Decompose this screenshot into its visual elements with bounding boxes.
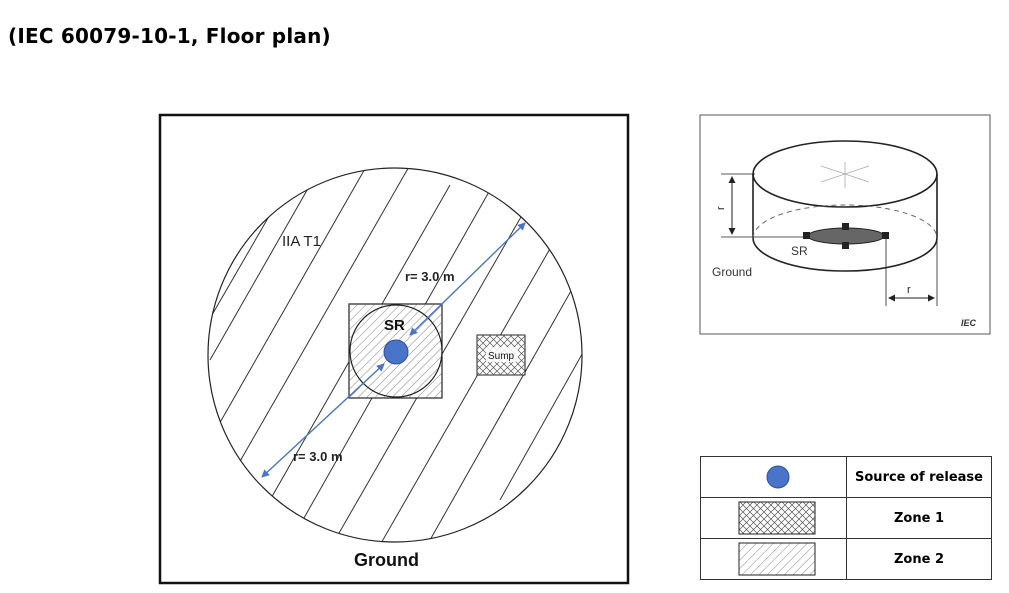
legend-table: Source of release Zone 1 bbox=[700, 456, 992, 580]
source-of-release-symbol bbox=[766, 465, 790, 489]
radius-label-upper: r= 3.0 m bbox=[405, 269, 455, 284]
sump-label: Sump bbox=[488, 351, 515, 362]
legend-label-zone2: Zone 2 bbox=[846, 538, 992, 580]
legend-label-zone1: Zone 1 bbox=[846, 497, 992, 539]
side-view-diagram: r r SR Ground IEC bbox=[699, 114, 991, 335]
legend-row-source: Source of release bbox=[700, 456, 992, 498]
hazard-zone-circle bbox=[207, 167, 583, 543]
height-label: r bbox=[715, 206, 727, 210]
legend-row-zone1: Zone 1 bbox=[700, 497, 992, 539]
zone-2-symbol bbox=[738, 542, 816, 576]
side-ground-label: Ground bbox=[712, 265, 752, 279]
legend-row-zone2: Zone 2 bbox=[700, 538, 992, 580]
radius-dim-label: r bbox=[907, 284, 911, 296]
ground-label: Ground bbox=[354, 550, 419, 570]
legend-label-source: Source of release bbox=[846, 456, 992, 498]
radius-arrow-upper bbox=[409, 222, 526, 336]
source-label: SR bbox=[384, 317, 405, 334]
radius-arrow-lower bbox=[261, 363, 385, 478]
page-title: (IEC 60079-10-1, Floor plan) bbox=[8, 24, 331, 48]
source-of-release-dot bbox=[383, 339, 409, 365]
floor-boundary bbox=[158, 113, 630, 585]
gas-group-label: IIA T1 bbox=[282, 233, 321, 250]
side-source-label: SR bbox=[791, 244, 808, 258]
zone-1-symbol bbox=[738, 501, 816, 535]
radius-label-lower: r= 3.0 m bbox=[293, 449, 343, 464]
sr-inner-circle bbox=[349, 304, 443, 398]
iec-mark: IEC bbox=[961, 318, 977, 328]
